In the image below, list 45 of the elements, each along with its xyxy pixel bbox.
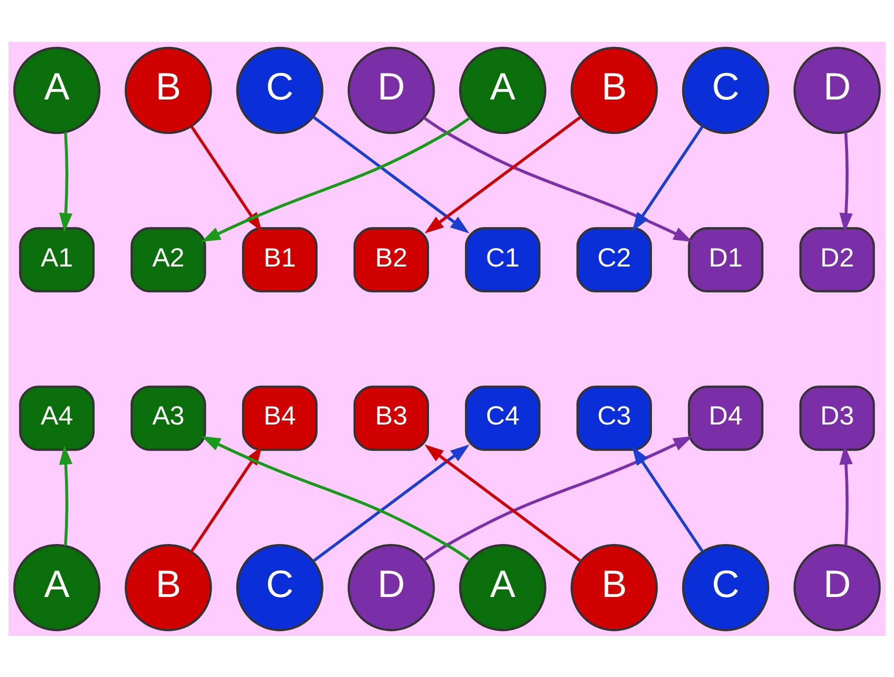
- node-box: A4: [19, 385, 95, 450]
- node-circle: B: [570, 543, 658, 631]
- node-box: A3: [130, 385, 206, 450]
- node-box: B3: [354, 385, 430, 450]
- node-box: C1: [464, 226, 540, 292]
- arrow: [423, 436, 693, 561]
- arrow: [312, 115, 470, 233]
- node-box: C4: [464, 385, 540, 450]
- arrow: [201, 116, 471, 242]
- node-circle: A: [13, 543, 100, 631]
- node-box: C2: [576, 226, 652, 292]
- node-box: B4: [242, 385, 318, 450]
- arrow: [423, 116, 693, 242]
- node-circle: B: [124, 46, 212, 134]
- node-circle: C: [236, 543, 324, 631]
- arrow: [424, 115, 582, 233]
- node-circle: A: [13, 46, 100, 134]
- node-circle: D: [348, 543, 435, 631]
- node-box: A2: [130, 226, 206, 292]
- node-box: D1: [688, 226, 764, 292]
- node-circle: B: [124, 543, 212, 631]
- node-box: D2: [799, 226, 875, 292]
- arrow: [59, 132, 72, 232]
- node-box: C3: [576, 385, 652, 450]
- node-box: B1: [242, 226, 318, 292]
- arrow: [201, 436, 471, 561]
- node-circle: A: [459, 46, 546, 134]
- node-box: D3: [799, 385, 875, 450]
- node-circle: C: [682, 46, 770, 134]
- node-circle: B: [570, 46, 658, 134]
- arrow: [839, 132, 853, 232]
- node-box: A1: [19, 226, 95, 292]
- arrow: [632, 125, 704, 231]
- node-circle: A: [459, 543, 546, 631]
- arrow: [632, 446, 704, 552]
- arrow: [59, 444, 72, 546]
- node-circle: C: [682, 543, 770, 631]
- node-circle: C: [236, 46, 324, 134]
- node-circle: D: [794, 543, 881, 631]
- node-circle: D: [794, 46, 881, 134]
- arrow: [424, 444, 582, 562]
- arrow: [312, 444, 470, 562]
- node-circle: D: [348, 46, 435, 134]
- node-box: B2: [354, 226, 430, 292]
- node-box: D4: [688, 385, 764, 450]
